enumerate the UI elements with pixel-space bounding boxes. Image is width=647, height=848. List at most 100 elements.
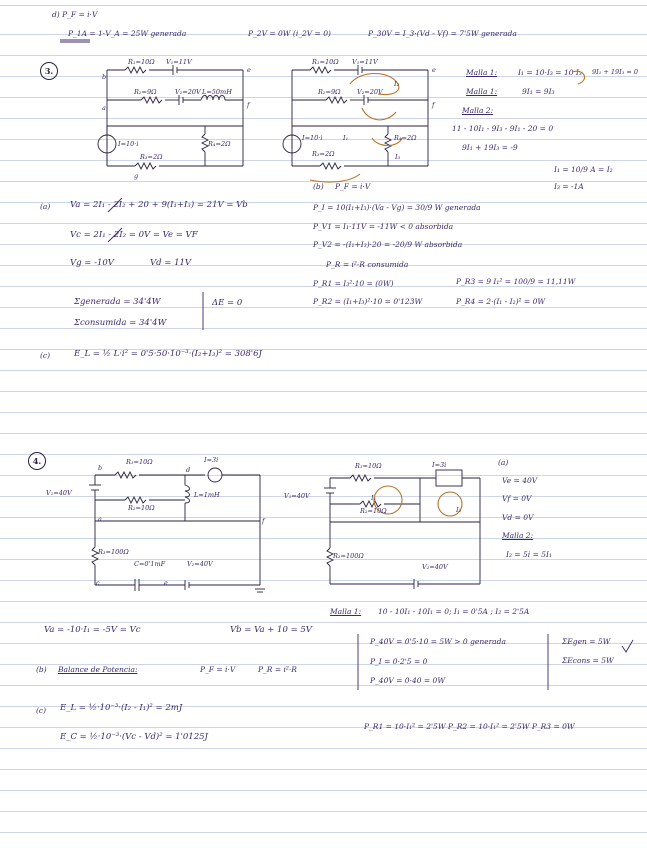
c3r-node-e: e xyxy=(432,66,436,74)
p4-vf: Vf = 0V xyxy=(502,494,532,503)
problem-number-4: 4. xyxy=(28,452,46,470)
circuit-3-left xyxy=(97,65,244,171)
p4-pf: P_F = i·V xyxy=(200,665,236,674)
p3-malla1-label: Malla 1: xyxy=(466,68,498,77)
c4l-node-a: a xyxy=(98,515,102,523)
p4-egen: ΣEgen = 5W xyxy=(562,637,611,646)
p3-vd: Vd = 11V xyxy=(150,258,192,268)
p4-va: Va = -10·I₁ = -5V = Vc xyxy=(44,625,141,635)
p3-pv2: P_V2 = -(I₁+I₃)·20 = -20/9 W absorbida xyxy=(313,240,463,249)
p3-strikes xyxy=(107,197,204,330)
c3r-v1: V₁=11V xyxy=(352,58,378,66)
c3l-l: L=50mH xyxy=(202,88,232,96)
p3-malla-arrow xyxy=(571,70,586,85)
p3-va: Va = 2I₁ - 2I₂ + 20 + 9(I₁+I₃) = 21V = V… xyxy=(70,200,248,210)
c4r-r2: R₂=10Ω xyxy=(360,507,387,515)
p3-malla1b-eq: 9I₁ = 9I₃ xyxy=(522,87,555,96)
p3-part-a-label: (a) xyxy=(40,202,51,211)
c3r-r2: R₂=9Ω xyxy=(318,88,341,96)
c4l-node-f: f xyxy=(262,517,265,525)
c3r-r1: R₁=10Ω xyxy=(312,58,339,66)
c4l-v2: V₂=40V xyxy=(187,560,213,568)
c3l-r4: R₄=2Ω xyxy=(208,140,231,148)
c3l-v2: V₂=20V xyxy=(175,88,201,96)
p4-brackets xyxy=(357,634,634,690)
p3-malla2-label: Malla 2: xyxy=(462,106,494,115)
c4l-l: L=1mH xyxy=(194,491,220,499)
top-underlines xyxy=(60,39,90,43)
c4l-r3: R₃=100Ω xyxy=(98,548,129,556)
p4-pr-line: P_R1 = 10·I₁² = 2'5W P_R2 = 10·I₁² = 2'5… xyxy=(364,722,575,731)
p4-malla1-eq: 10 - 10I₁ - 10I₁ = 0; I₁ = 0'5A ; I₂ = 2… xyxy=(378,607,530,616)
c3l-i: I=10·i xyxy=(118,140,139,148)
p3-vg: Vg = -10V xyxy=(70,258,114,268)
p4-part-a-label: (a) xyxy=(498,458,509,467)
p4-malla2-label: Malla 2: xyxy=(502,531,534,540)
p3-sol-i3: I₃ = -1A xyxy=(554,182,584,191)
p4-energy-c: E_C = ½·10⁻³·(Vc - Vd)² = 1'0125J xyxy=(60,732,208,742)
p4-malla1-label: Malla 1: xyxy=(330,607,362,616)
c3l-node-a: a xyxy=(102,104,106,112)
problem-number-3: 3. xyxy=(40,62,58,80)
p4-vb: Vb = Va + 10 = 5V xyxy=(230,625,312,635)
p3-part-c-label: (c) xyxy=(40,351,51,360)
c3l-r1: R₁=10Ω xyxy=(128,58,155,66)
p4-pi: P_I = 0·2'5 = 0 xyxy=(370,657,428,666)
c4l-node-e: e xyxy=(164,579,168,587)
top-line-2b: P_2V = 0W (i_2V = 0) xyxy=(248,29,331,38)
c4l-v1: V₁=40V xyxy=(46,489,72,497)
p3-delta-e: ΔE = 0 xyxy=(212,298,243,308)
c3r-r3: R₃=2Ω xyxy=(312,150,335,158)
p3-pr3: P_R3 = 9 I₁² = 100/9 = 11,11W xyxy=(456,277,576,286)
p4-energy-l: E_L = ½·10⁻³·(I₂ - I₁)² = 2mJ xyxy=(60,703,183,713)
c3r-r4: R₄=2Ω xyxy=(394,134,417,142)
c3l-node-b: b xyxy=(102,73,107,81)
p3-pv1: P_V1 = I₁·11V = -11W < 0 absorbida xyxy=(313,222,454,231)
c4l-node-b: b xyxy=(98,464,103,472)
c4r-r3: R₃=100Ω xyxy=(333,552,364,560)
c4r-r1: R₁=10Ω xyxy=(355,462,382,470)
circuit-4-right xyxy=(324,469,481,589)
top-line-2a: P_1A = 1·V_A = 25W generada xyxy=(68,29,187,38)
c4r-i1: I₁ xyxy=(371,494,377,502)
c3r-v2: V₂=20V xyxy=(357,88,383,96)
c3l-r2: R₂=9Ω xyxy=(134,88,157,96)
p3-malla1b-label: Malla 1: xyxy=(466,87,498,96)
p3-part-b-label: (b) xyxy=(313,182,324,191)
c4l-node-c: c xyxy=(96,579,100,587)
c3r-node-f: f xyxy=(432,101,435,109)
c3l-v1: V₁=11V xyxy=(166,58,192,66)
p3-pr4: P_R4 = 2·(I₁ - I₂)² = 0W xyxy=(456,297,546,306)
c3l-r3: R₃=2Ω xyxy=(140,153,163,161)
p4-econ: ΣEcons = 5W xyxy=(562,656,614,665)
p4-ve: Ve = 40V xyxy=(502,476,538,485)
c3l-node-g: g xyxy=(134,172,139,180)
p4-malla2-eq: I₂ = 5i = 5I₁ xyxy=(506,550,552,559)
p4-p40v2: P_40V = 0·40 = 0W xyxy=(370,676,446,685)
c3r-i1: I₁ xyxy=(343,134,349,142)
c4l-node-d: d xyxy=(186,466,191,474)
c3r-i3: I₃ xyxy=(395,153,401,161)
resistor-r1 xyxy=(124,65,147,75)
p3-malla2-eq2: 9I₁ + 19I₃ = -9 xyxy=(462,143,518,152)
p3-vc: Vc = 2I₁ - 2I₂ = 0V = Ve = VF xyxy=(70,230,198,240)
top-line-1: d) P_F = i·V xyxy=(52,10,98,19)
p4-part-b-label: (b) xyxy=(36,665,47,674)
p4-p40v: P_40V = 0'5·10 = 5W > 0 generada xyxy=(370,637,506,646)
c4l-c: C=0'1mF xyxy=(134,560,166,568)
p3-malla2-eq1: 11 - 10I₁ - 9I₃ - 9I₁ - 20 = 0 xyxy=(452,124,554,133)
p3-pf: P_F = i·V xyxy=(335,182,371,191)
c4l-is: I=3i xyxy=(204,456,219,464)
p4-vd: Vd = 0V xyxy=(502,513,534,522)
c4l-r2: R₂=10Ω xyxy=(128,504,155,512)
p3-econ: Σconsumida = 34'4W xyxy=(74,318,167,328)
c3r-i2: I₂ xyxy=(394,80,400,88)
p3-pi: P_I = 10(I₁+I₃)·(Va - Vg) = 30/9 W gener… xyxy=(313,203,481,212)
p4-balance: Balance de Potencia: xyxy=(58,665,138,674)
c3r-i: I=10·i xyxy=(302,134,323,142)
circuit-4-left xyxy=(89,467,265,593)
p3-pr: P_R = i²·R consumida xyxy=(326,260,409,269)
p3-energy-l: E_L = ½ L·i² = 0'5·50·10⁻³·(I₂+I₃)² = 30… xyxy=(74,349,262,359)
top-line-2c: P_30V = I_3·(Vd - Vf) = 7'5W generada xyxy=(368,29,517,38)
